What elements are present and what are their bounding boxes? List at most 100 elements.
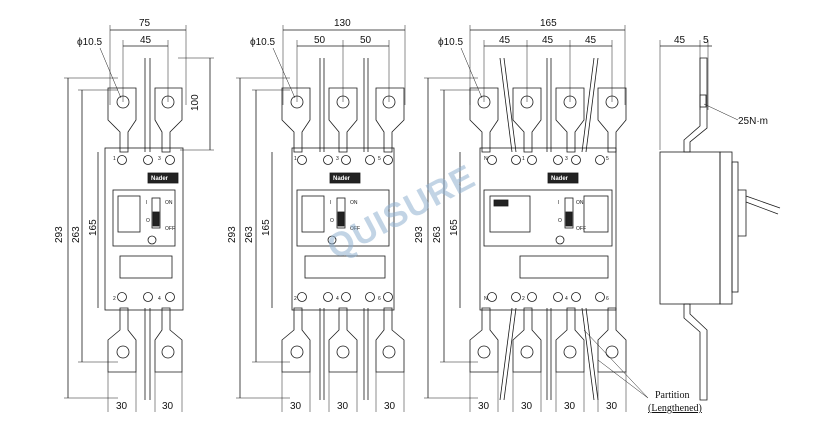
dim-bottom: 30	[290, 401, 302, 412]
terminal-label: 5	[606, 156, 609, 162]
terminal-label: 3	[336, 156, 339, 162]
terminal-screw	[323, 155, 333, 165]
leader	[99, 47, 122, 99]
side-terminal-bottom	[683, 303, 708, 401]
mounting-hole	[116, 345, 130, 359]
test-button	[555, 235, 565, 245]
breaker-body	[104, 147, 184, 311]
dim-pitch: 45	[499, 35, 511, 46]
terminal-plate	[555, 307, 585, 373]
side-handle	[745, 201, 779, 215]
toggle-switch	[564, 197, 574, 229]
toggle-handle	[565, 211, 573, 227]
partition	[499, 307, 513, 401]
terminal-label: 5	[378, 156, 381, 162]
toggle-handle	[337, 211, 345, 227]
terminal-screw	[365, 155, 375, 165]
mounting-hole	[563, 345, 577, 359]
terminal-label: 6	[378, 296, 381, 302]
mounting-hole	[382, 95, 396, 109]
terminal-plate	[281, 307, 311, 373]
off-tag: OFF	[576, 226, 586, 232]
dim-263-4p: 263	[432, 226, 443, 243]
leader	[703, 103, 739, 121]
dim-overall-2p: 75	[139, 18, 151, 29]
on-tag: ON	[165, 200, 173, 206]
on-mark: I	[558, 200, 559, 206]
side-face	[731, 161, 739, 293]
dim-293-2p: 293	[54, 226, 65, 243]
off-mark: O	[330, 218, 334, 224]
partition	[499, 57, 513, 153]
side-body	[659, 151, 721, 305]
dim-pitch: 45	[542, 35, 554, 46]
terminal-plate	[469, 87, 499, 153]
terminal-screw	[383, 155, 393, 165]
terminal-screw	[143, 155, 153, 165]
mounting-hole	[477, 345, 491, 359]
dim-263-2p: 263	[71, 226, 82, 243]
mounting-hole	[605, 345, 619, 359]
side-cover	[719, 151, 733, 305]
mounting-hole	[116, 95, 130, 109]
dim-293-3p: 293	[227, 226, 238, 243]
terminal-label: 4	[336, 296, 339, 302]
terminal-label: N	[484, 156, 488, 162]
breaker-4p: 165 45 45 45 ϕ10.5 293 263 165	[414, 18, 702, 414]
terminal-label: 1	[294, 156, 297, 162]
terminal-label: 2	[294, 296, 297, 302]
off-mark: O	[146, 218, 150, 224]
hole-dia-2p: ϕ10.5	[77, 37, 103, 48]
terminal-plate	[512, 307, 542, 373]
leader	[272, 47, 296, 99]
dim-pitch: 45	[585, 35, 597, 46]
terminal-screw	[595, 292, 605, 302]
dim-overall-4p: 165	[540, 18, 557, 29]
terminal-screw	[341, 292, 351, 302]
toggle-switch	[336, 197, 346, 229]
terminal-screw	[117, 155, 127, 165]
display-window	[117, 195, 141, 233]
terminal-screw	[595, 155, 605, 165]
terminal-screw	[297, 155, 307, 165]
brand-label-2p: Nader	[151, 176, 169, 182]
dim-165-2p: 165	[88, 219, 99, 236]
toggle-handle	[152, 211, 160, 227]
terminal-screw	[365, 292, 375, 302]
partition	[581, 307, 595, 401]
brand-label-3p: Nader	[333, 176, 351, 182]
terminal-label: 4	[565, 296, 568, 302]
rating-label	[489, 195, 531, 233]
terminal-screw	[571, 292, 581, 302]
partition	[585, 307, 599, 401]
partition	[585, 57, 599, 153]
leader	[597, 359, 649, 399]
terminal-screw	[117, 292, 127, 302]
terminal-plate	[375, 307, 405, 373]
terminal-screw	[143, 292, 153, 302]
terminal-label: 2	[113, 296, 116, 302]
terminal-plate	[154, 307, 183, 373]
on-tag: ON	[576, 200, 584, 206]
hole-dia-4p: ϕ10.5	[438, 37, 464, 48]
terminal-screw	[553, 155, 563, 165]
off-tag: OFF	[350, 226, 360, 232]
terminal-plate	[469, 307, 499, 373]
terminal-screw	[487, 292, 497, 302]
display-window	[301, 195, 325, 233]
terminal-plate	[375, 87, 405, 153]
toggle-switch	[151, 197, 161, 229]
terminal-screw	[383, 292, 393, 302]
hole-dia-3p: ϕ10.5	[250, 37, 276, 48]
info-label	[583, 195, 609, 233]
dim-pitch-2p: 45	[140, 35, 152, 46]
torque-label: 25N·m	[738, 116, 768, 127]
off-mark: O	[558, 218, 562, 224]
mounting-hole	[477, 95, 491, 109]
breaker-2p: 75 45 ϕ10.5 100 293 263 165 1	[54, 18, 214, 412]
mounting-hole	[382, 345, 396, 359]
face-panel	[296, 189, 390, 247]
side-view: 45 5 25N·m	[659, 35, 781, 401]
